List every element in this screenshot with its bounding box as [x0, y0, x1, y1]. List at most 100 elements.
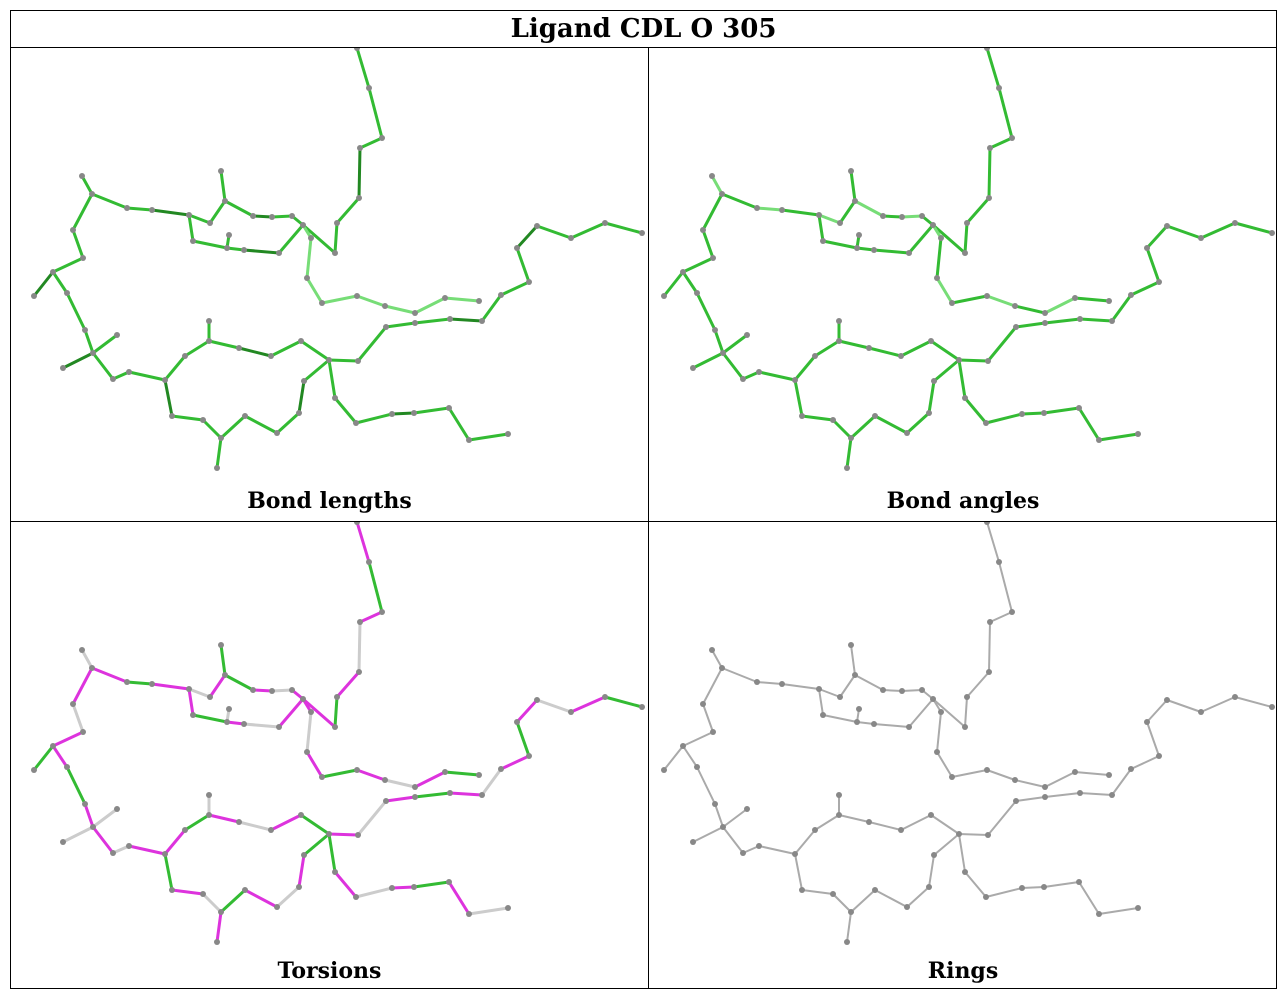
atom [816, 212, 822, 218]
bond [242, 248, 281, 255]
bond [872, 248, 911, 255]
bond [335, 670, 361, 699]
bond [907, 223, 935, 255]
bond [958, 833, 989, 836]
atom [411, 884, 417, 890]
bond [150, 682, 191, 691]
atom [880, 687, 886, 693]
bond [467, 906, 510, 916]
molecule-bond-angles [661, 48, 1275, 471]
atom [709, 173, 715, 179]
bond [305, 750, 324, 779]
bond [302, 358, 331, 383]
atom [792, 851, 798, 857]
bond [757, 370, 797, 382]
bond [822, 714, 858, 723]
bond [320, 294, 359, 305]
atom [356, 669, 362, 675]
atom [1019, 885, 1025, 891]
atom [1106, 772, 1112, 778]
bond [384, 321, 417, 329]
bond [61, 351, 95, 370]
bond [71, 192, 94, 232]
bond [355, 294, 387, 308]
bond [845, 436, 853, 470]
atom [690, 365, 696, 371]
bond [270, 688, 294, 693]
bond [986, 325, 1018, 363]
atom [354, 48, 360, 51]
bond [1042, 406, 1081, 415]
atom [182, 353, 188, 359]
bond [183, 339, 211, 358]
bond [163, 354, 187, 382]
atom [82, 327, 88, 333]
bond [950, 294, 989, 305]
atom [1076, 405, 1082, 411]
bond [882, 689, 903, 692]
atom [710, 255, 716, 261]
atom [356, 195, 362, 201]
bond [900, 814, 932, 831]
atom [206, 792, 212, 798]
atom [690, 839, 696, 845]
atom [218, 168, 224, 174]
bond [932, 358, 961, 383]
atom [740, 376, 746, 382]
panel-caption: Torsions [277, 958, 382, 984]
bond [957, 358, 967, 400]
atom [383, 324, 389, 330]
atom [568, 709, 574, 715]
atom [848, 168, 854, 174]
bond [1013, 304, 1047, 315]
bond [603, 695, 644, 709]
atom [298, 338, 304, 344]
bond [357, 620, 362, 674]
bond [850, 889, 876, 913]
atom [866, 819, 872, 825]
atom [64, 290, 70, 296]
atom [332, 869, 338, 875]
atom [820, 712, 826, 718]
bond [207, 339, 241, 350]
atom [848, 435, 854, 441]
bond [90, 192, 129, 210]
bond [1234, 696, 1273, 708]
bond [794, 853, 803, 891]
atom [871, 721, 877, 727]
bond [327, 832, 360, 837]
atom [856, 706, 862, 712]
atom [526, 753, 532, 759]
atom [411, 410, 417, 416]
bond [515, 720, 531, 758]
bond [243, 414, 279, 435]
atom [866, 345, 872, 351]
atom [300, 222, 306, 228]
atom [514, 719, 520, 725]
atom [1144, 245, 1150, 251]
atom [186, 686, 192, 692]
bond [51, 730, 85, 748]
atom [60, 839, 66, 845]
atom [836, 812, 842, 818]
atom [931, 852, 937, 858]
atom [949, 774, 955, 780]
atom [334, 220, 340, 226]
bond [933, 833, 960, 856]
atom [357, 619, 363, 625]
bond [191, 713, 229, 724]
bond [900, 214, 924, 219]
atom [169, 413, 175, 419]
atom [1077, 316, 1083, 322]
atom [447, 316, 453, 322]
atom [956, 831, 962, 837]
bond [1200, 696, 1236, 713]
bond [51, 256, 85, 274]
bond [1074, 771, 1110, 776]
atom [1042, 784, 1048, 790]
atom [744, 806, 750, 812]
atom [379, 609, 385, 615]
atom [816, 686, 822, 692]
bond [355, 768, 387, 782]
atom [830, 891, 836, 897]
